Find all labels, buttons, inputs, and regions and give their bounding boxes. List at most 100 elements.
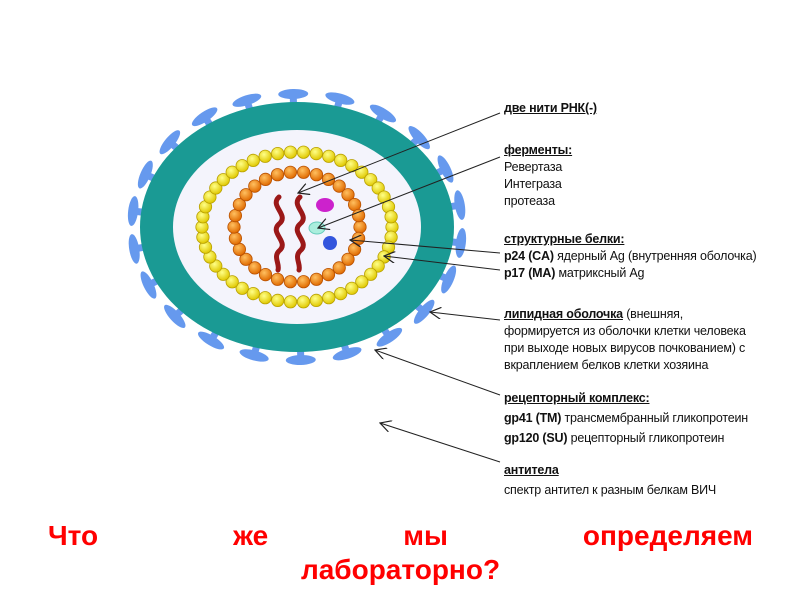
legend-lipid: липидная оболочка (внешняя, формируется … <box>504 306 746 374</box>
legend-antibody: антитела спектр антител к разным белкам … <box>504 462 716 499</box>
lipid-bead <box>322 149 336 163</box>
arrow-p17 <box>384 256 501 271</box>
capsid-bead <box>227 220 241 234</box>
capsid-bead <box>232 242 246 256</box>
p24-desc: ядерный Ag (внутренняя оболочка) <box>553 249 757 263</box>
p17-desc: матриксный Ag <box>555 266 645 280</box>
question-word-3: мы <box>403 520 448 551</box>
lipid-bead <box>371 259 385 273</box>
arrow-rna <box>298 112 501 193</box>
lipid-desc-2: формируется из оболочки клетки человека <box>504 324 746 338</box>
gp120-code: gp120 (SU) <box>504 431 568 445</box>
capsid-bead <box>258 172 273 186</box>
capsid-bead <box>351 231 366 245</box>
lipid-bead <box>246 286 260 301</box>
capsid-bead <box>309 272 324 286</box>
enzyme-blue <box>323 236 337 250</box>
enzyme-2: Интеграза <box>504 177 562 191</box>
lipid-bead <box>271 147 285 161</box>
enzyme-cyan <box>308 221 326 235</box>
gp120-desc: рецепторный гликопротеин <box>567 431 725 445</box>
capsid-bead <box>239 188 253 202</box>
capsid-bead <box>296 165 311 179</box>
lipid-desc-3: при выходе новых вирусов почкованием) с <box>504 341 745 355</box>
capsid-bead <box>321 267 336 282</box>
capsid-bead <box>239 252 253 266</box>
rna-strands <box>273 194 306 273</box>
lipid-bead <box>384 210 398 224</box>
rna-strand-2 <box>294 194 306 273</box>
structural-title: структурные белки: <box>504 232 625 246</box>
lipid-bead <box>271 293 285 307</box>
arrow-lipid <box>430 312 501 321</box>
lipid-bead <box>355 275 369 289</box>
lipid-bead <box>334 286 348 301</box>
lipid-bead <box>283 295 298 309</box>
legend-structural: структурные белки: p24 (CA) ядерный Ag (… <box>504 231 757 282</box>
lipid-bead <box>322 291 336 305</box>
capsid-bead <box>258 267 273 282</box>
lipid-bead <box>235 159 249 173</box>
lipid-bead <box>334 153 348 167</box>
lipid-desc-4: вкраплением белков клетки хозяина <box>504 358 709 372</box>
lipid-bead <box>246 153 260 167</box>
legend-rna: две нити РНК(-) <box>504 100 597 117</box>
capsid-bead <box>228 209 242 223</box>
p24-code: p24 (CA) <box>504 249 554 263</box>
lipid-bead <box>216 267 230 281</box>
lipid-bead <box>296 145 311 159</box>
capsid-bead <box>232 198 246 212</box>
lipid-bead-ring <box>195 145 399 309</box>
lipid-bead <box>283 145 298 159</box>
lipid-bead <box>364 173 378 187</box>
question-word-1: Что <box>48 520 99 551</box>
lipid-desc-1: (внешняя, <box>622 307 683 321</box>
capsid-bead <box>347 198 362 212</box>
lipid-bead <box>364 267 378 281</box>
receptor-title: рецепторный комплекс: <box>504 391 650 405</box>
lipid-bead <box>309 293 323 307</box>
capsid-bead <box>332 261 346 275</box>
legend-enzymes: ферменты: Ревертаза Интеграза протеаза <box>504 142 572 210</box>
capsid-bead <box>353 220 367 234</box>
capsid-bead <box>341 252 355 266</box>
capsid-bead <box>248 179 262 193</box>
gp41-desc: трансмембранный гликопротеин <box>561 411 749 425</box>
antibody-desc: спектр антител к разным белкам ВИЧ <box>504 483 717 497</box>
lipid-bead <box>258 149 272 163</box>
arrow-receptor <box>375 350 501 396</box>
question-word-4: определяем <box>582 520 753 551</box>
lipid-bead <box>225 275 239 289</box>
capsid-bead <box>296 275 311 289</box>
capsid-bead <box>248 261 262 275</box>
lipid-bead <box>209 181 223 195</box>
capsid-bead <box>270 168 285 182</box>
capsid-bead <box>270 272 285 286</box>
lipid-bead <box>216 173 230 187</box>
arrow-p24 <box>350 240 501 254</box>
lipid-bead <box>258 291 272 305</box>
enzyme-1: Ревертаза <box>504 160 563 174</box>
capsid-bead <box>228 231 242 245</box>
lipid-bead <box>225 165 239 179</box>
capsid-bead <box>283 275 297 289</box>
capsid-bead <box>341 188 355 202</box>
question-text: Что же мы определяем лабораторно? <box>48 520 753 586</box>
p17-code: p17 (MA) <box>504 266 556 280</box>
capsid-bead <box>332 179 346 193</box>
enzymes-title: ферменты: <box>504 143 573 157</box>
arrow-enzymes <box>318 156 501 228</box>
rna-label: две нити РНК(-) <box>504 101 597 115</box>
rna-strand-1 <box>273 194 285 273</box>
question-word-2: же <box>233 520 269 551</box>
antibody-title: антитела <box>504 463 559 477</box>
capsid-bead <box>309 168 324 182</box>
lipid-bead <box>345 281 359 295</box>
capsid-bead <box>283 165 297 179</box>
lipid-title: липидная оболочка <box>504 307 623 321</box>
lipid-bead <box>235 281 249 295</box>
question-line-2: лабораторно? <box>300 554 501 585</box>
arrow-antibody <box>380 423 501 463</box>
label-arrows <box>298 112 501 463</box>
